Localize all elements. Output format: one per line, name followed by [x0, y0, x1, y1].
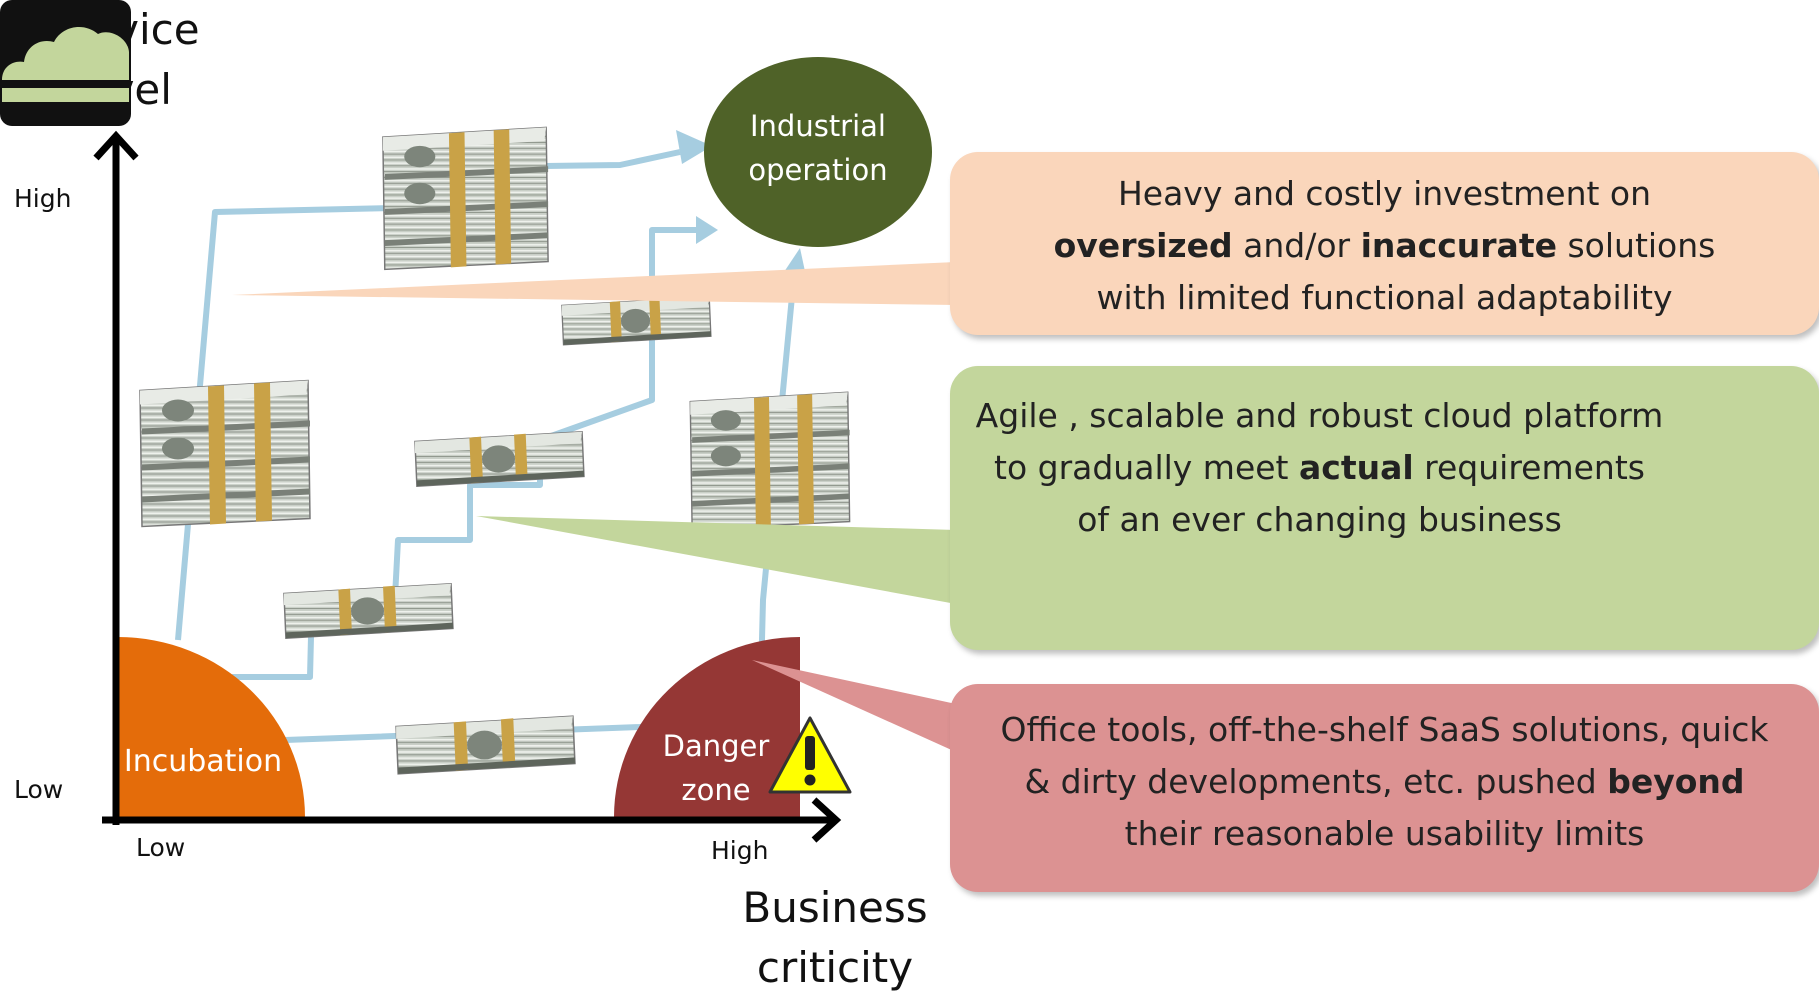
industrial-label-line2: operation: [748, 153, 888, 187]
industrial-operation-node: [704, 57, 932, 247]
danger-zone-label: Danger zone: [646, 724, 786, 812]
incubation-label: Incubation: [123, 744, 283, 779]
callout-mid-line1: Agile , scalable and robust cloud platfo…: [975, 396, 1664, 435]
callout-mid-text-b: requirements: [1413, 448, 1645, 487]
x-axis-arrowhead: [811, 797, 842, 843]
money-stack-icon: [283, 583, 454, 639]
danger-label-line2: zone: [681, 773, 751, 807]
callout-bot-line3: their reasonable usability limits: [1124, 814, 1645, 853]
cloud-icon: [0, 0, 131, 126]
industrial-operation-label: Industrial operation: [718, 104, 918, 192]
danger-zone: [614, 637, 800, 817]
x-tick-low: Low: [136, 833, 186, 862]
callout-agile-cloud: Agile , scalable and robust cloud platfo…: [950, 366, 1819, 650]
y-axis-arrowhead: [93, 130, 139, 161]
arrowhead-agile: [696, 216, 718, 244]
callout-mid-line3: of an ever changing business: [1077, 500, 1562, 539]
callout-top-line1: Heavy and costly investment on: [1117, 174, 1652, 213]
callout-bot-line1: Office tools, off-the-shelf SaaS solutio…: [1000, 710, 1769, 749]
callout-mid-line2: to gradually meet actual requirements: [950, 442, 1689, 494]
callout-top-bold-inaccurate: inaccurate: [1360, 226, 1557, 265]
arrowhead-heavy: [676, 130, 712, 164]
warning-triangle-icon: [768, 716, 852, 794]
y-tick-high: High: [14, 184, 72, 213]
money-stack-icon: [414, 431, 585, 487]
industrial-label-line1: Industrial: [749, 109, 886, 143]
x-tick-high: High: [711, 836, 769, 865]
callout-top-pointer: [232, 262, 956, 305]
incubation-zone: [118, 637, 305, 817]
callout-top-bold-oversized: oversized: [1053, 226, 1233, 265]
x-axis-title-line2: criticity: [756, 943, 914, 992]
money-stack-icon: [139, 379, 311, 528]
money-stack-icon: [561, 296, 712, 346]
callout-mid-pointer: [476, 516, 956, 604]
axes: [93, 130, 842, 843]
x-axis-title-line1: Business: [742, 883, 928, 932]
callout-mid-text-a: to gradually meet: [994, 448, 1299, 487]
callout-office-tools: Office tools, off-the-shelf SaaS solutio…: [950, 684, 1819, 892]
callout-top-text-a: and/or: [1232, 226, 1361, 265]
callout-bot-pointer: [752, 660, 956, 752]
money-stack-icon: [395, 715, 576, 775]
callout-top-text-b: solutions: [1556, 226, 1716, 265]
callout-mid-bold-actual: actual: [1298, 448, 1414, 487]
callout-top-line3: with limited functional adaptability: [1096, 278, 1673, 317]
x-axis-title: Business criticity: [730, 878, 940, 998]
callout-top-line2: oversized and/or inaccurate solutions: [950, 220, 1819, 272]
callout-bot-text-a: & dirty developments, etc. pushed: [1024, 762, 1608, 801]
money-stack-icon: [382, 126, 549, 271]
arrowhead-danger: [784, 248, 806, 276]
y-tick-low: Low: [14, 775, 64, 804]
callout-bot-bold-beyond: beyond: [1607, 762, 1745, 801]
callout-heavy-investment: Heavy and costly investment on oversized…: [950, 152, 1819, 335]
money-stack-icon: [689, 391, 851, 530]
callout-bot-line2: & dirty developments, etc. pushed beyond: [950, 756, 1819, 808]
danger-label-line1: Danger: [662, 729, 770, 763]
